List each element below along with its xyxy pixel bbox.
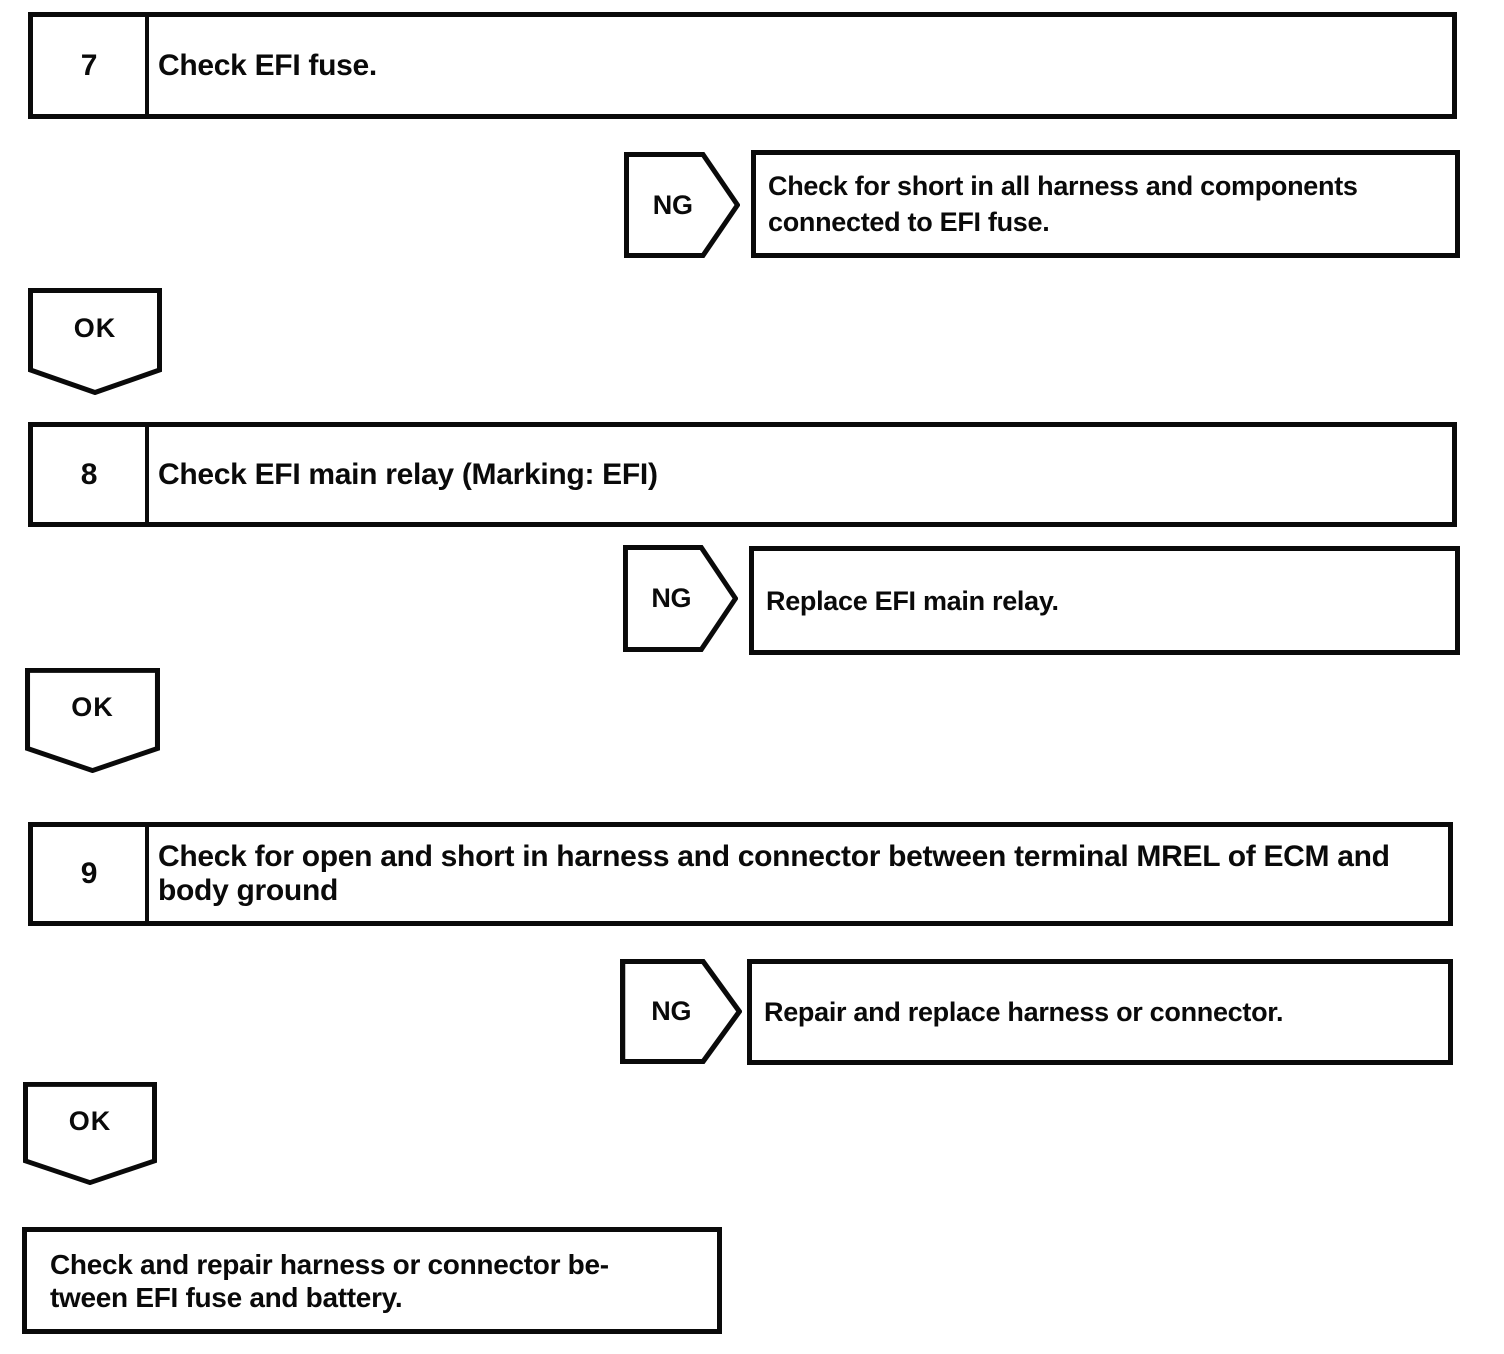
ng-label: NG: [651, 583, 692, 613]
result-text: Repair and replace harness or connector.: [764, 997, 1284, 1027]
ng-label: NG: [651, 996, 692, 1026]
final-action-line-1: Check and repair harness or connector be…: [50, 1248, 609, 1280]
result-box-9: Repair and replace harness or connector.: [747, 959, 1453, 1065]
step-box-8: 8 Check EFI main relay (Marking: EFI): [28, 422, 1457, 527]
ok-arrow-icon: [28, 288, 162, 395]
ng-connector-8: NG: [623, 545, 738, 652]
ng-connector-9: NG: [620, 959, 742, 1064]
ok-label: OK: [73, 313, 117, 344]
ok-arrow-icon: [23, 1082, 157, 1185]
step-title-7: Check EFI fuse.: [158, 48, 377, 82]
ok-connector-7: OK: [28, 288, 162, 395]
final-action-box: Check and repair harness or connector be…: [22, 1227, 722, 1334]
final-action-line-2: tween EFI fuse and battery.: [50, 1281, 403, 1313]
ng-label: NG: [652, 189, 693, 220]
result-text: Replace EFI main relay.: [766, 585, 1059, 616]
ok-arrow-icon: [25, 668, 160, 773]
ng-connector-7: NG: [624, 152, 740, 258]
ok-label: OK: [71, 692, 114, 723]
result-text: Check for short in all harness and compo…: [768, 171, 1358, 237]
step-number-9: 9: [33, 827, 149, 921]
ng-arrow-icon: [620, 959, 742, 1064]
ng-arrow-icon: [623, 545, 738, 652]
ng-arrow-icon: [624, 152, 740, 258]
ok-connector-9: OK: [23, 1082, 157, 1185]
result-box-8: Replace EFI main relay.: [749, 546, 1460, 655]
step-box-7: 7 Check EFI fuse.: [28, 12, 1457, 119]
ok-label: OK: [68, 1105, 112, 1136]
step-title-8: Check EFI main relay (Marking: EFI): [158, 457, 658, 491]
step-box-9: 9 Check for open and short in harness an…: [28, 822, 1453, 926]
ok-connector-8: OK: [25, 668, 160, 773]
step-number-7: 7: [33, 17, 149, 114]
step-title-9: Check for open and short in harness and …: [158, 840, 1390, 907]
step-number-8: 8: [33, 427, 149, 522]
result-box-7: Check for short in all harness and compo…: [751, 150, 1460, 258]
